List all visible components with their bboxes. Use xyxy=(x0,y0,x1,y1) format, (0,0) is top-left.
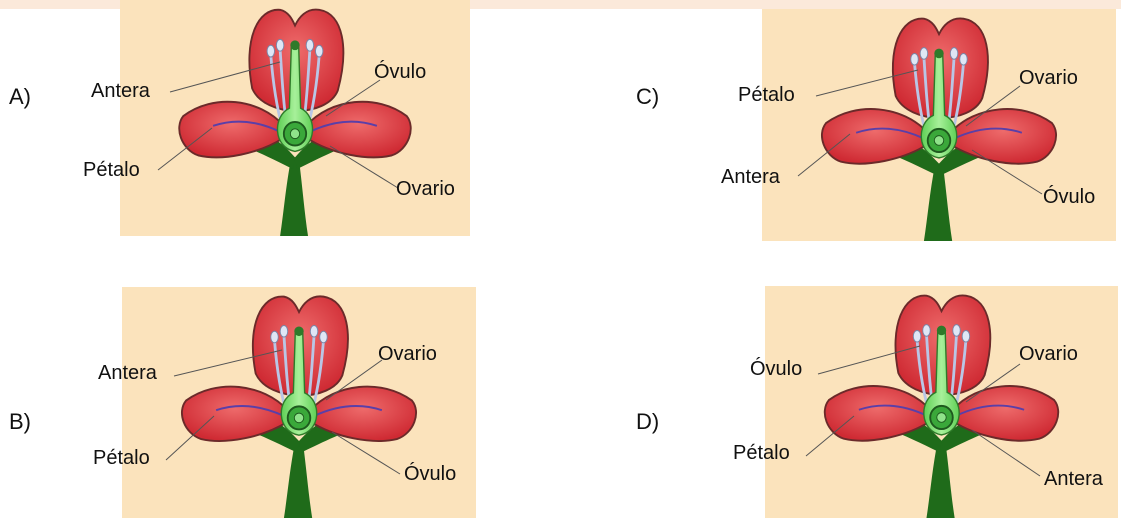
option-d-label-upper-left: Óvulo xyxy=(750,358,803,380)
top-decorative-strip xyxy=(0,0,1121,9)
option-a-label-lower-left: Pétalo xyxy=(83,159,140,181)
option-a-flower-panel xyxy=(120,0,470,236)
option-c-label-upper-left: Pétalo xyxy=(738,84,795,106)
option-c-label-lower-right: Óvulo xyxy=(1043,186,1096,208)
option-c-letter: C) xyxy=(636,84,660,109)
option-c-label-lower-left: Antera xyxy=(721,166,780,188)
flower-illustration xyxy=(177,8,413,236)
option-a-label-lower-right: Ovario xyxy=(396,178,455,200)
option-d-flower-panel xyxy=(765,286,1118,518)
option-c-flower-panel xyxy=(762,9,1116,241)
option-b-label-upper-left: Antera xyxy=(98,362,157,384)
option-a-label-upper-right: Óvulo xyxy=(374,61,427,83)
option-b-label-lower-left: Pétalo xyxy=(93,447,150,469)
option-d-label-upper-right: Ovario xyxy=(1019,343,1078,365)
option-a-letter: A) xyxy=(9,84,31,109)
option-d-label-lower-left: Pétalo xyxy=(733,442,790,464)
option-b-label-lower-right: Óvulo xyxy=(404,463,457,485)
option-d-letter: D) xyxy=(636,409,660,434)
option-b-flower-panel xyxy=(122,287,476,518)
option-d-label-lower-right: Antera xyxy=(1044,468,1103,490)
option-b-letter: B) xyxy=(9,409,31,434)
option-c-label-upper-right: Ovario xyxy=(1019,67,1078,89)
option-a-label-upper-left: Antera xyxy=(91,80,150,102)
option-b-label-upper-right: Ovario xyxy=(378,343,437,365)
